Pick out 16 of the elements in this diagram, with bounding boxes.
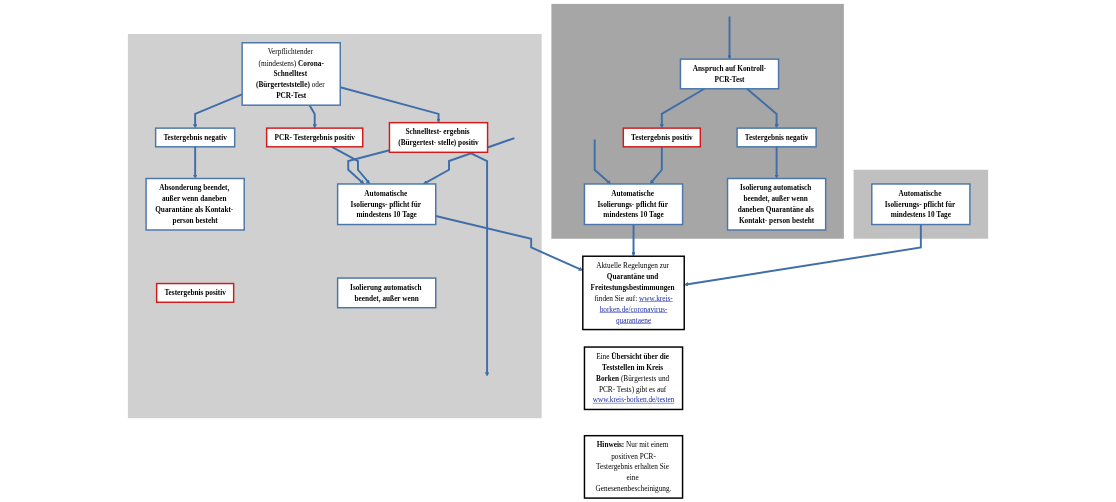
cluster [551,3,844,239]
arrow [631,223,636,257]
arrow [308,104,317,129]
arrow [193,145,198,179]
arrow [746,87,779,129]
cluster [853,169,989,239]
arrow [659,87,706,129]
arrow [649,145,663,185]
arrow [727,15,732,60]
arrow [330,145,370,185]
cluster [127,34,542,419]
arrow [684,223,922,287]
arrow [423,137,516,185]
arrow [468,151,490,377]
arrow [593,138,611,185]
arrow [774,145,779,179]
